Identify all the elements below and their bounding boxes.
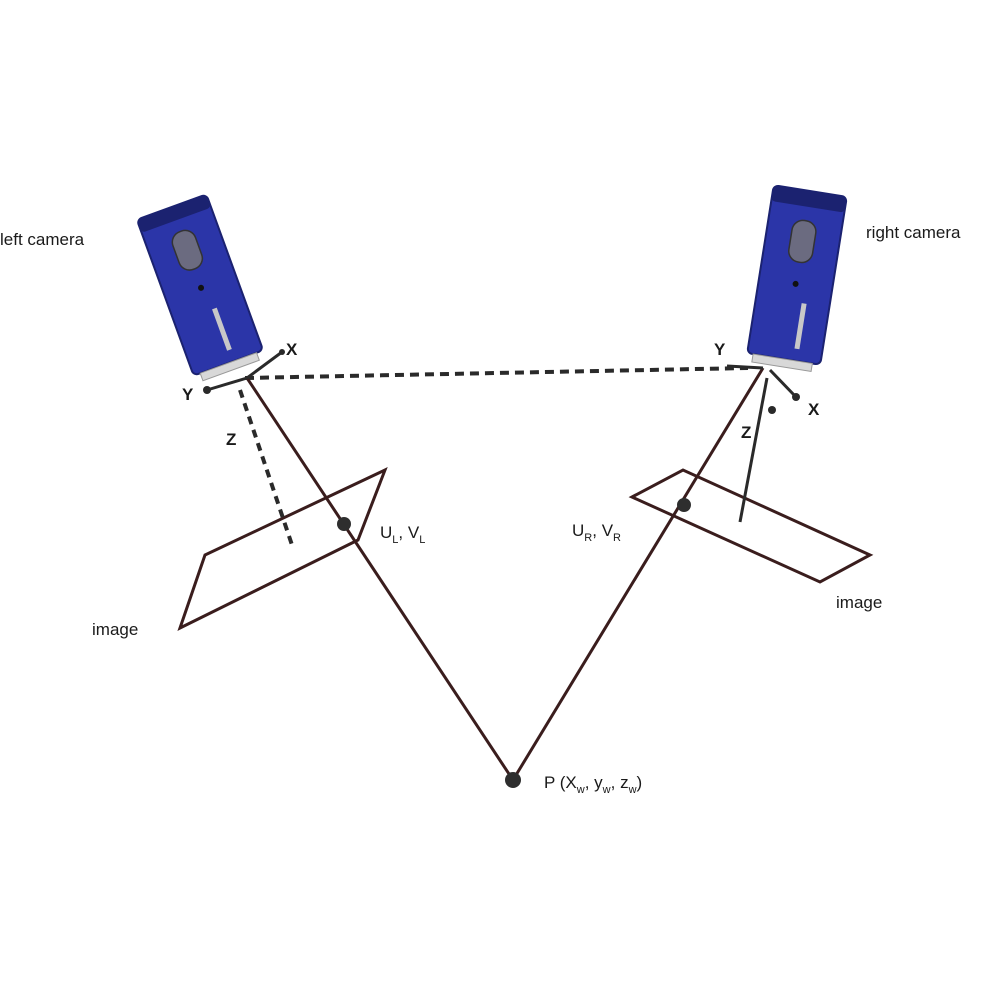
left-z-axis: [238, 389, 294, 546]
world-point-label: P (Xw, yw, zw): [544, 773, 642, 796]
left-y-label: Y: [182, 385, 194, 404]
left-image-plane: [177, 467, 388, 631]
right-ray: [511, 367, 765, 781]
right-image-point-label: UR, VR: [572, 521, 621, 544]
left-camera-slot: [212, 307, 232, 351]
right-camera-top: [771, 185, 847, 213]
left-camera: X Y Z left camera: [0, 194, 298, 449]
world-point: [505, 772, 521, 788]
right-camera-slot: [794, 303, 807, 350]
right-x-axis: [768, 368, 798, 399]
left-camera-top: [137, 195, 211, 232]
left-image-label: image: [92, 620, 138, 639]
left-ray: [245, 377, 515, 781]
left-x-label: X: [286, 340, 298, 359]
right-y-label: Y: [714, 340, 726, 359]
right-z-label: Z: [741, 423, 751, 442]
baseline-dashed: [244, 366, 749, 380]
left-camera-led: [198, 284, 205, 291]
right-camera: Y X Z right camera: [714, 184, 961, 442]
left-y-axis-tip: [203, 386, 211, 394]
right-z-axis-mark: [768, 406, 776, 414]
left-y-axis: [206, 376, 248, 392]
right-image-point: [677, 498, 691, 512]
right-z-axis: [738, 377, 769, 523]
left-image-point-label: UL, VL: [380, 523, 425, 546]
right-x-axis-tip: [792, 393, 800, 401]
left-camera-base: [199, 352, 260, 382]
left-image-point: [337, 517, 351, 531]
right-image-plane: [628, 468, 874, 584]
right-image-label: image: [836, 593, 882, 612]
right-y-axis: [726, 364, 764, 370]
left-camera-lens: [171, 229, 204, 271]
left-z-label: Z: [226, 430, 236, 449]
left-x-axis-tip: [279, 349, 285, 355]
left-camera-label: left camera: [0, 230, 85, 249]
right-x-label: X: [808, 400, 820, 419]
right-camera-base: [751, 353, 813, 372]
right-camera-led: [792, 280, 799, 287]
right-camera-label: right camera: [866, 223, 961, 242]
right-camera-lens: [788, 219, 817, 264]
left-x-axis: [246, 350, 283, 380]
